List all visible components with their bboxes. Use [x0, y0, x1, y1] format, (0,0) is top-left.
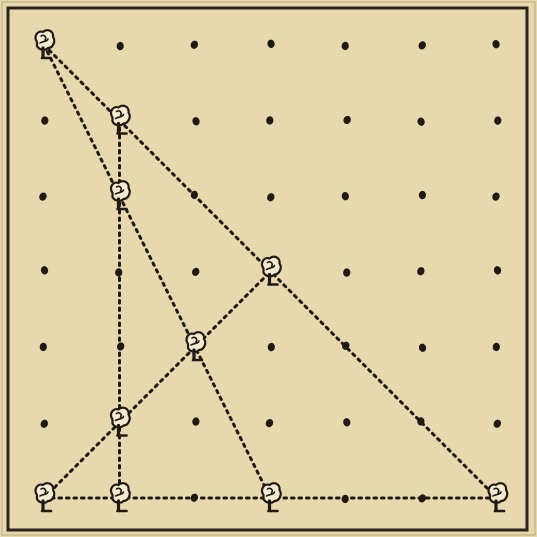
grid-dot — [191, 116, 200, 126]
grid-dot — [417, 117, 426, 127]
grid-dot — [417, 493, 427, 504]
grid-dot — [492, 342, 500, 351]
grid-dot — [341, 41, 349, 50]
grid-dot — [39, 342, 47, 351]
grid-dot — [267, 343, 275, 352]
grid-dot — [266, 192, 276, 203]
dotted-line — [44, 45, 120, 196]
grid-dot — [341, 191, 350, 201]
tree-icon — [187, 332, 206, 360]
grid-dot — [492, 39, 501, 49]
grid-dot — [190, 190, 198, 199]
tree-icon — [489, 483, 508, 511]
grid-dot — [417, 40, 427, 51]
grid-dot — [116, 341, 126, 352]
grid-dot — [416, 266, 426, 277]
grid-dot — [494, 116, 502, 125]
grid-dot — [41, 116, 49, 125]
grid-dot — [116, 42, 124, 51]
grid-dot — [192, 417, 200, 426]
grid-dot — [341, 494, 349, 503]
dotted-line — [44, 272, 271, 499]
grid-dot — [491, 191, 501, 202]
grid-dot — [191, 267, 201, 278]
grid-dot — [492, 418, 502, 429]
dotted-line — [44, 45, 120, 121]
grid-dot — [264, 418, 274, 429]
grid-dot — [266, 39, 275, 49]
grid-dot — [115, 268, 123, 277]
grid-dot — [343, 268, 351, 277]
grid-dot — [493, 265, 502, 275]
grid-dot — [266, 116, 274, 125]
grid-dot — [418, 191, 426, 200]
tree-icon — [36, 30, 55, 58]
grid-dot — [189, 39, 199, 50]
grid-dot — [342, 115, 352, 126]
grid-dot — [38, 191, 48, 202]
tree-icon — [36, 483, 55, 511]
tree-icon — [111, 483, 130, 511]
grid-dot — [39, 418, 49, 429]
grid-dot — [342, 417, 351, 427]
grid-dot — [418, 343, 427, 353]
grid-dot — [40, 265, 49, 275]
tree-icon — [262, 483, 281, 511]
grid-dot — [189, 492, 199, 503]
